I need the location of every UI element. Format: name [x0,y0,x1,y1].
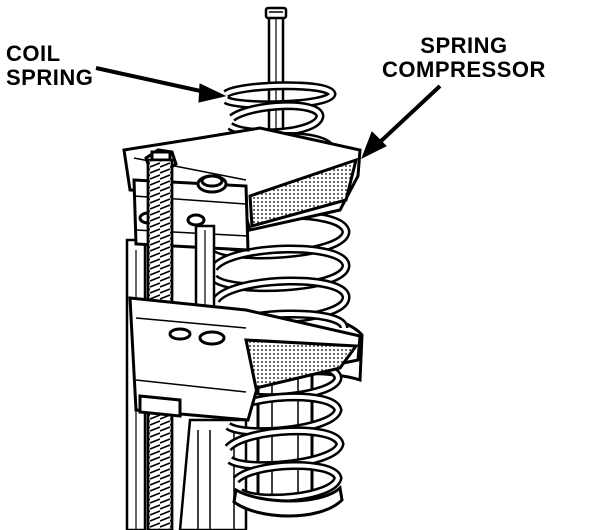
arrowhead-icon [361,131,387,160]
coil-spring-label-line2: SPRING [6,65,94,90]
coil-spring-label-line1: COIL [6,41,61,66]
leader-spring-compressor [361,84,442,160]
arrowhead-icon [198,83,227,103]
piston-rod [264,6,288,134]
compressor-lower-jaw [128,296,362,422]
spring-compressor-label: SPRING COMPRESSOR [382,34,546,82]
spring-compressor-label-line1: SPRING [420,33,508,58]
spring-compressor-label-line2: COMPRESSOR [382,57,546,82]
leader-coil-spring [95,66,227,103]
coil-spring-label: COIL SPRING [6,42,93,90]
